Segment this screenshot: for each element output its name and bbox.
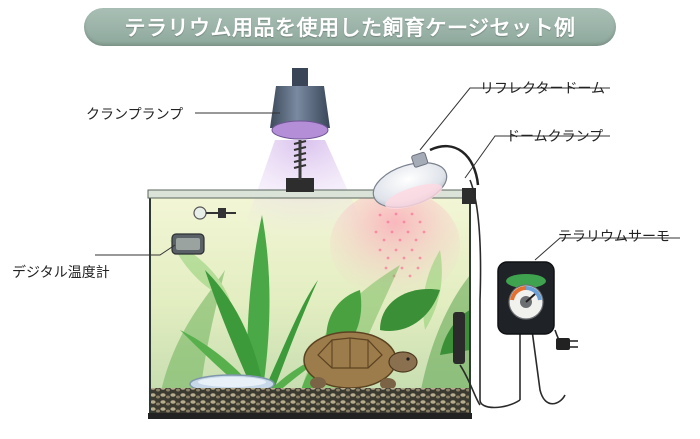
power-plug [556,338,578,350]
label-digital-thermometer: デジタル温度計 [12,265,110,281]
tortoise [303,331,418,390]
central-plant [180,215,330,395]
label-reflector-dome: リフレクタードーム [480,81,606,97]
clamp-lamp-bulb [271,120,329,140]
digital-thermometer [171,233,205,255]
leader-reflector-dome [419,87,610,151]
reflector-dome [372,151,448,210]
heat-glow [330,190,460,300]
power-cords [459,179,569,409]
thermometer-probe [193,206,236,220]
clamp-lamp-shade [270,86,330,128]
leader-thermometer [95,244,176,256]
clamp-lamp-base [286,178,314,192]
tortoise-leg-back [310,377,326,389]
leader-dome-clamp [464,135,610,179]
terrarium-thermostat [497,261,555,335]
label-terrarium-thermo: テラリウムサーモ [558,229,670,245]
label-clamp-lamp: クランプランプ [86,107,184,123]
label-dome-clamp: ドームクランプ [506,129,604,145]
title-text: テラリウム用品を使用した飼育ケージセット例 [124,16,576,40]
dome-clamp [429,144,480,204]
gravel-floor [150,388,470,415]
clamp-lamp [270,68,330,192]
tank-base [148,413,472,419]
tortoise-leg-front [380,378,396,390]
title-banner: テラリウム用品を使用した飼育ケージセット例 [84,8,616,46]
leader-lines [95,87,680,261]
heater-stick [453,312,465,364]
leader-thermostat [534,237,680,261]
tortoise-head [388,351,418,373]
